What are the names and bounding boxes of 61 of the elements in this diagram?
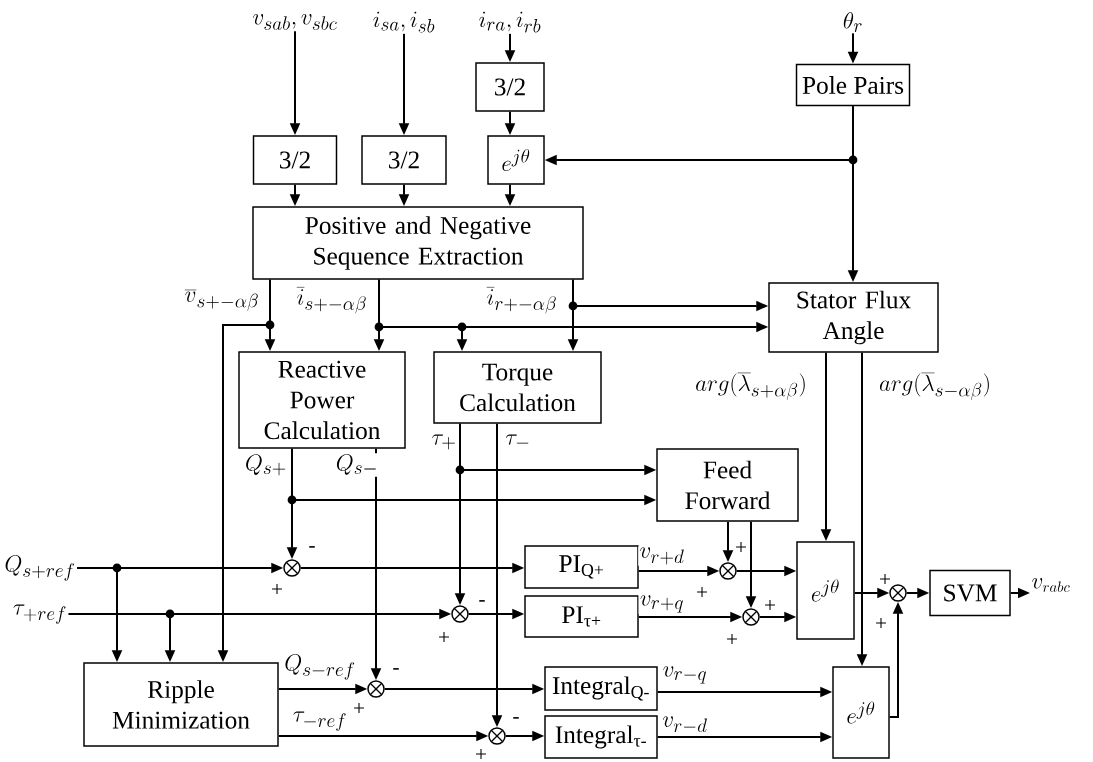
sign-label: - (479, 600, 485, 602)
sign-label: + (876, 617, 886, 628)
block-box: PI$_{Q+}$ (524, 545, 639, 589)
edge-label: $\overline{v}_{s+-\alpha\beta}$ (183, 287, 261, 313)
block-box: 3/2 (475, 62, 545, 112)
edge-label: $Q_{s-ref}$ (283, 653, 357, 681)
block-box: 3/2 (361, 135, 447, 185)
signal-label: $i_{sa}, i_{sb}$ (373, 11, 435, 33)
edge-label: $\tau_{-}$ (504, 433, 533, 451)
block-box: Reactive Power Calculation (238, 351, 406, 449)
sign-label: + (476, 748, 486, 759)
edge-label: $v_{r+q}$ (638, 594, 686, 614)
sign-label: - (309, 546, 315, 548)
sign-label: + (736, 541, 746, 552)
signal-label: $\tau_{+ref}$ (13, 604, 66, 624)
edge-label: $v_{r+d}$ (638, 546, 686, 566)
signal-label: $v_{rabc}$ (1032, 578, 1070, 592)
block-box: Feed Forward (656, 448, 799, 522)
block-box: PI$_{τ+}$ (524, 595, 639, 638)
block-box: Positive and Negative Sequence Extraction (252, 206, 584, 280)
sign-label: + (354, 703, 364, 713)
sign-label: + (727, 634, 737, 644)
block-box: Integral$_{Q-}$ (544, 666, 658, 711)
edge-label: $\tau_{-ref}$ (291, 710, 349, 732)
summing-junction (367, 680, 385, 698)
signal-label: $Q_{s+ref}$ (5, 555, 74, 581)
sign-label: - (513, 717, 519, 719)
summing-junction (719, 562, 737, 580)
sign-label: + (697, 587, 707, 597)
edge-label: $\overline{i}_{r+-\alpha\beta}$ (485, 285, 559, 315)
block-box: Stator Flux Angle (768, 282, 939, 353)
block-box: SVM (929, 569, 1011, 617)
block-box: Pole Pairs (795, 63, 911, 107)
edge-label: $Q_{s+}$ (243, 453, 289, 477)
signal-label: $i_{ra}, i_{rb}$ (479, 11, 541, 33)
edge-label: $\tau_{+}$ (430, 433, 458, 451)
edge-label: $\overline{i}_{s+-\alpha\beta}$ (295, 285, 369, 315)
edge-label: $arg(\overline{\lambda}_{s-\alpha\beta})$ (877, 370, 993, 402)
sign-label: - (393, 668, 399, 670)
sign-label: + (880, 573, 890, 584)
edge-label: $v_{r-q}$ (661, 665, 709, 685)
edge-label: $arg(\overline{\lambda}_{s+\alpha\beta})$ (693, 370, 809, 402)
signal-label: $v_{sab}, v_{sbc}$ (253, 14, 337, 30)
summing-junction (283, 559, 301, 577)
block-box: Integral$_{τ-}$ (544, 715, 658, 759)
block-box: $e^{j\theta}$ (487, 135, 545, 185)
summing-junction (889, 584, 907, 602)
block-box: Torque Calculation (433, 351, 602, 424)
sign-label: + (272, 583, 282, 594)
sign-label: + (439, 631, 449, 642)
edge-label: $v_{r-d}$ (661, 715, 709, 735)
sign-label: + (765, 600, 775, 610)
edge-label: $Q_{s-}$ (334, 453, 380, 477)
summing-junction (451, 605, 469, 623)
summing-junction (742, 608, 760, 626)
signal-label: $\theta_{r}$ (843, 12, 862, 32)
block-box: Ripple Minimization (83, 662, 279, 747)
block-box: 3/2 (252, 135, 338, 185)
summing-junction (488, 727, 506, 745)
block-box: $e^{j\theta}$ (832, 666, 890, 759)
block-box: $e^{j\theta}$ (796, 541, 855, 640)
